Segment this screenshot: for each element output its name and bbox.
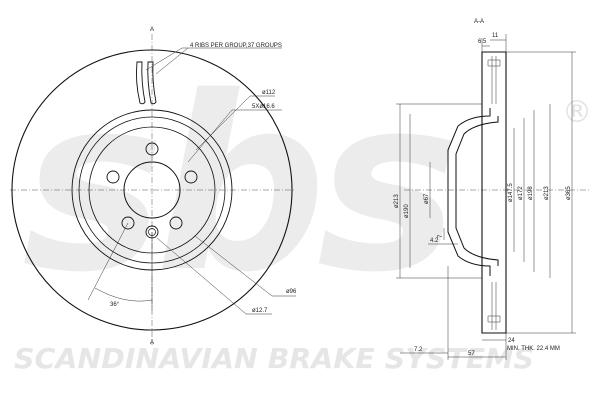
angle-arc [94, 287, 153, 302]
dim-127-leader [156, 237, 247, 315]
dim-112-leader [195, 95, 251, 151]
outer-disc-edge [11, 49, 293, 331]
vent-slot [487, 59, 501, 67]
vent-ribs [135, 61, 157, 105]
dim-11: 11 [492, 33, 499, 39]
dim-24: 24 [508, 338, 515, 344]
bolt-hole [184, 170, 198, 184]
section-marker-top: A [150, 27, 154, 33]
dim-7: 7 [438, 234, 444, 238]
section-hat-inner [455, 116, 499, 266]
dim-65: 6.5 [478, 39, 487, 45]
section-title: A-A [474, 19, 484, 25]
dim-42: 4.2 [430, 238, 439, 244]
bolt-hole [169, 216, 183, 230]
dim-bolts-leader [187, 109, 233, 163]
bolt-hole [106, 170, 120, 184]
bolt-holes [106, 142, 198, 230]
watermark-logo: sbs [22, 45, 452, 325]
center-bore [123, 161, 181, 219]
vent-slot [487, 315, 501, 323]
dim-213-left: ø213 [394, 194, 400, 208]
section-hat [447, 108, 491, 276]
ribs-leader [145, 47, 183, 71]
angle-label: 36° [110, 302, 120, 308]
dim-1475: ø147.5 [508, 183, 514, 202]
section-profile [481, 51, 507, 334]
ribs-leader [155, 47, 189, 75]
dim-57: 57 [468, 351, 475, 357]
dim-72: 7.2 [414, 347, 423, 353]
vent-rib [147, 61, 157, 105]
section-marker-bottom: A [150, 340, 154, 346]
dim-198: ø198 [528, 186, 534, 200]
min-thickness-note: MIN. THK. 22.4 MM [507, 346, 560, 352]
watermark-company: SCANDINAVIAN BRAKE SYSTEMS [14, 342, 534, 375]
bolt-hole [145, 142, 159, 156]
watermark: sbs ® SCANDINAVIAN BRAKE SYSTEMS [14, 45, 592, 375]
angle-leg [87, 222, 129, 301]
dim-96-leader [194, 235, 273, 297]
ribs-note: 4 RIBS PER GROUP,37 GROUPS [190, 43, 282, 49]
dim-172: ø172 [518, 186, 524, 200]
bolt-hole [121, 216, 135, 230]
dim-190: ø190 [404, 204, 410, 218]
watermark-registered: ® [562, 95, 592, 130]
dim-96: ø96 [286, 289, 297, 295]
vent-rib [135, 61, 146, 105]
dim-365: ø365 [566, 186, 572, 200]
section-view: A-A 6.5 11 ø213 ø190 ø67 ø147.5 [394, 19, 590, 360]
dim-bolts: 5Xø16.6 [252, 104, 275, 110]
dim-112: ø112 [262, 90, 276, 96]
dim-127: ø12.7 [252, 308, 268, 314]
dim-213-right: ø213 [544, 186, 550, 200]
front-view: 4 RIBS PER GROUP,37 GROUPS A A ø112 5Xø1… [10, 27, 297, 346]
dim-67: ø67 [424, 193, 430, 204]
